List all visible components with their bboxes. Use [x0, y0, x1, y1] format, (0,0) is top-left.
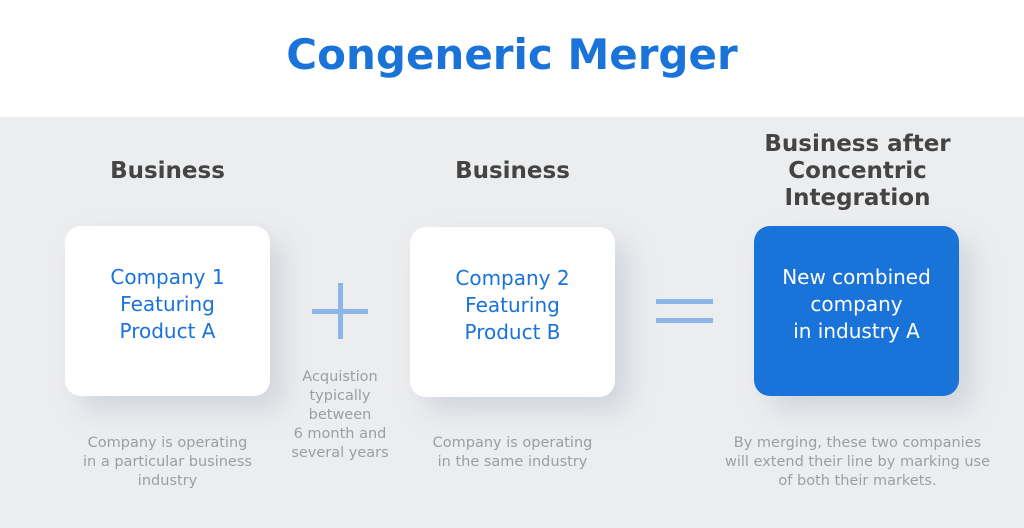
- company-1-card-text: Company 1 Featuring Product A: [110, 264, 225, 343]
- combined-company-caption: By merging, these two companies will ext…: [724, 435, 991, 489]
- combined-company-card: New combined company in industry A: [754, 226, 959, 396]
- column-1-heading: Business: [110, 158, 225, 184]
- combined-company-card-text: New combined company in industry A: [782, 264, 931, 343]
- company-2-card: Company 2 Featuring Product B: [410, 227, 615, 397]
- plus-icon: [312, 283, 368, 339]
- column-3-heading: Business after Concentric Integration: [764, 131, 951, 211]
- title-band: Congeneric Merger: [0, 0, 1024, 117]
- column-2-heading: Business: [455, 158, 570, 184]
- equals-icon: [656, 299, 713, 324]
- acquisition-caption: Acquistion typically between 6 month and…: [291, 369, 389, 461]
- company-2-card-text: Company 2 Featuring Product B: [455, 265, 570, 344]
- page-title: Congeneric Merger: [286, 30, 738, 79]
- company-2-caption: Company is operating in the same industr…: [432, 435, 593, 470]
- company-1-card: Company 1 Featuring Product A: [65, 226, 270, 396]
- company-1-caption: Company is operating in a particular bus…: [83, 435, 252, 489]
